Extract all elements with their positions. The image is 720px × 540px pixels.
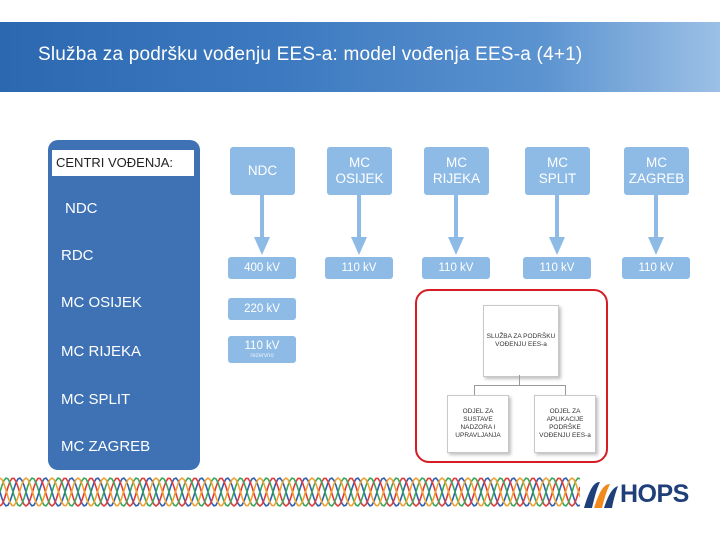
org-chart-highlight: SLUŽBA ZA PODRŠKU VOĐENJU EES-a ODJEL ZA… <box>415 289 608 463</box>
voltage-label: 110 kV <box>638 262 674 274</box>
center-label: MC <box>446 155 467 170</box>
sidebar-item-mc-split: MC SPLIT <box>61 391 131 408</box>
center-box-mc-rijeka: MC RIJEKA <box>424 147 489 195</box>
voltage-sublabel: rezervno <box>250 353 274 359</box>
sidebar-item-rdc: RDC <box>61 247 94 264</box>
dna-helix-decoration <box>0 476 580 508</box>
org-box-label: ODJEL ZA APLIKACIJE PODRŠKE VOĐENJU EES-… <box>539 408 591 439</box>
sidebar-item-ndc: NDC <box>65 200 98 217</box>
dna-strand <box>0 477 580 507</box>
org-box-label: SLUŽBA ZA PODRŠKU VOĐENJU EES-a <box>486 333 556 348</box>
sidebar-item-mc-zagreb: MC ZAGREB <box>61 438 151 455</box>
center-label: OSIJEK <box>335 171 384 186</box>
hops-logo-text: HOPS <box>620 480 689 508</box>
dna-strand <box>0 476 580 507</box>
sidebar-item-mc-osijek: MC OSIJEK <box>61 294 142 311</box>
org-connector <box>519 375 520 385</box>
voltage-box-osijek: 110 kV <box>325 257 393 279</box>
org-box-applications-unit: ODJEL ZA APLIKACIJE PODRŠKE VOĐENJU EES-… <box>534 395 596 453</box>
center-label: SPLIT <box>538 171 577 186</box>
center-box-mc-split: MC SPLIT <box>525 147 590 195</box>
dna-strand <box>0 477 580 508</box>
sidebar-item-mc-rijeka: MC RIJEKA <box>61 343 142 360</box>
voltage-box-zagreb: 110 kV <box>622 257 690 279</box>
sidebar-heading: CENTRI VOĐENJA: <box>52 150 194 176</box>
center-box-mc-osijek: MC OSIJEK <box>327 147 392 195</box>
center-label: MC <box>646 155 667 170</box>
voltage-box-ndc-110: 110 kV rezervno <box>228 336 296 363</box>
voltage-label: 110 kV <box>244 340 280 352</box>
org-connector <box>565 385 566 395</box>
org-connector <box>474 385 565 386</box>
org-connector <box>474 385 475 395</box>
arrow-down-icon <box>448 195 464 255</box>
center-label: RIJEKA <box>432 171 481 186</box>
org-box-scada-unit: ODJEL ZA SUSTAVE NADZORA I UPRAVLJANJA <box>447 395 509 453</box>
arrow-down-icon <box>549 195 565 255</box>
center-box-ndc: NDC <box>230 147 295 195</box>
voltage-label: 110 kV <box>438 262 474 274</box>
voltage-label: 220 kV <box>244 303 280 315</box>
voltage-label: 110 kV <box>341 262 377 274</box>
sidebar-centers: CENTRI VOĐENJA: NDC RDC MC OSIJEK MC RIJ… <box>48 140 200 470</box>
hops-logo-icon <box>584 482 618 508</box>
page-title: Služba za podršku vođenju EES-a: model v… <box>38 44 583 65</box>
dna-strand <box>0 477 580 507</box>
voltage-label: 110 kV <box>539 262 575 274</box>
arrow-down-icon <box>351 195 367 255</box>
org-box-label: ODJEL ZA SUSTAVE NADZORA I UPRAVLJANJA <box>455 408 501 439</box>
center-label: NDC <box>247 163 278 178</box>
center-label: MC <box>547 155 568 170</box>
center-label: MC <box>349 155 370 170</box>
title-banner: Služba za podršku vođenju EES-a: model v… <box>0 22 720 92</box>
voltage-box-split: 110 kV <box>523 257 591 279</box>
center-label: ZAGREB <box>628 171 685 186</box>
voltage-label: 400 kV <box>244 262 280 274</box>
org-box-department: SLUŽBA ZA PODRŠKU VOĐENJU EES-a <box>483 305 559 377</box>
arrow-down-icon <box>254 195 270 255</box>
center-box-mc-zagreb: MC ZAGREB <box>624 147 689 195</box>
voltage-box-ndc-220: 220 kV <box>228 298 296 320</box>
voltage-box-rijeka: 110 kV <box>422 257 490 279</box>
arrow-down-icon <box>648 195 664 255</box>
voltage-box-ndc-400: 400 kV <box>228 257 296 279</box>
